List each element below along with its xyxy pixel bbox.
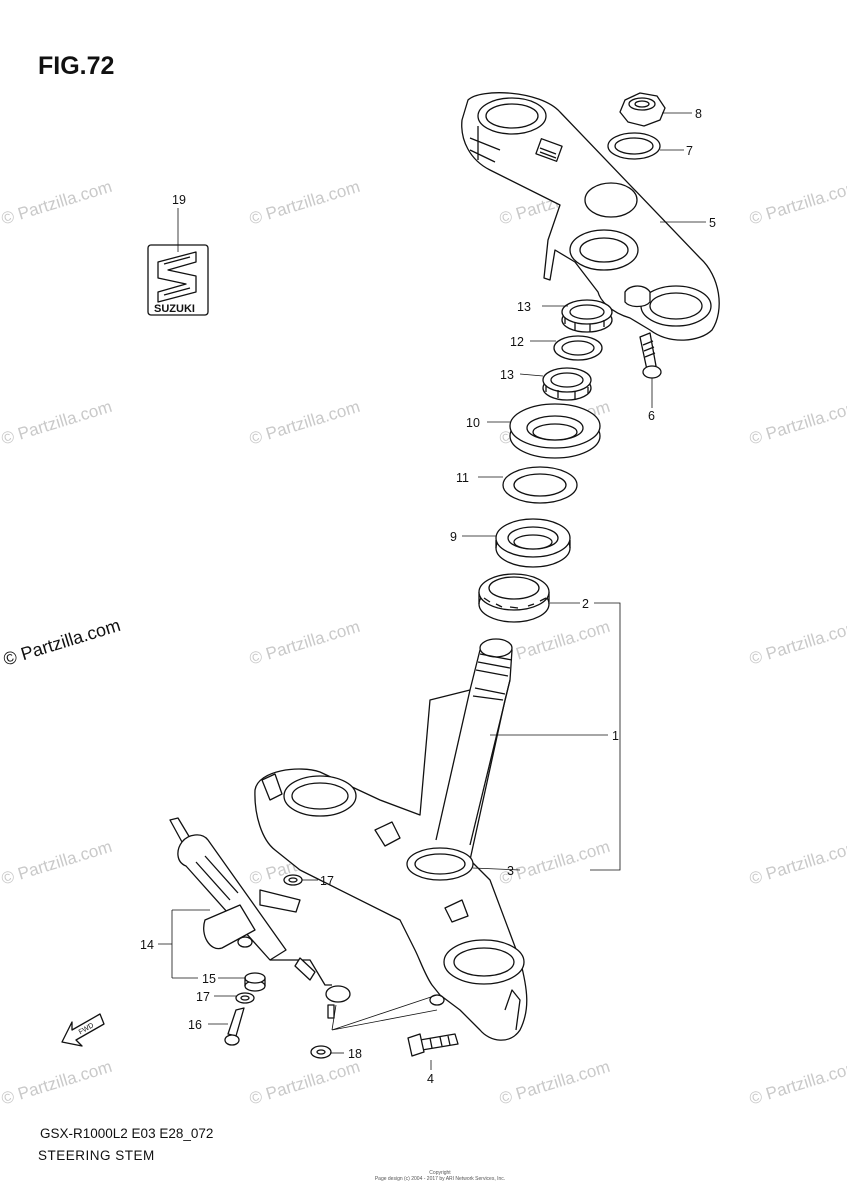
copyright-line: Page design (c) 2004 - 2017 by ARI Netwo… [374, 1176, 506, 1182]
callout-4: 4 [427, 1072, 434, 1086]
callout-15: 15 [202, 972, 216, 986]
copyright-notice: Copyright Page design (c) 2004 - 2017 by… [360, 1170, 520, 1182]
callout-5: 5 [709, 216, 716, 230]
washer-part-7 [607, 132, 661, 160]
bearing-part-2 [478, 573, 550, 623]
screw [327, 1004, 335, 1019]
leader-lines [158, 112, 706, 1070]
copyright-line: Copyright [429, 1170, 451, 1176]
nut-part-8 [619, 92, 666, 127]
callout-11: 11 [456, 471, 469, 485]
callout-13-lower: 13 [500, 368, 514, 382]
upper-triple-clamp-part-5 [461, 92, 720, 341]
washer-part-17-upper [283, 874, 303, 886]
steering-stem-part-1 [254, 638, 528, 1041]
callout-18: 18 [348, 1047, 362, 1061]
bolt-part-16 [224, 1007, 245, 1046]
nut-part-18 [310, 1045, 332, 1059]
callout-8: 8 [695, 107, 702, 121]
forward-arrow-icon: FWD [61, 1013, 105, 1047]
cap-part-15 [244, 972, 266, 992]
figure-title: FIG.72 [38, 52, 115, 80]
lock-nut-part-13-upper [561, 299, 613, 333]
callout-10: 10 [466, 416, 480, 430]
callout-16: 16 [188, 1018, 202, 1032]
washer-part-12 [553, 335, 603, 361]
suzuki-emblem-part-19: SUZUKI [147, 244, 209, 316]
emblem-text: SUZUKI [154, 303, 195, 315]
lock-nut-part-13-lower [542, 367, 592, 401]
callout-9: 9 [450, 530, 457, 544]
bolt-part-4 [407, 1033, 459, 1057]
steering-damper-part-14 [169, 817, 351, 1003]
washer-part-11 [502, 466, 578, 504]
section-name: STEERING STEM [38, 1148, 155, 1163]
model-code: GSX-R1000L2 E03 E28_072 [40, 1126, 214, 1141]
callout-13-upper: 13 [517, 300, 531, 314]
dust-seal-part-3 [406, 847, 474, 881]
callout-14: 14 [140, 938, 154, 952]
callout-labels: 19 8 7 5 13 12 13 6 10 11 9 2 1 3 17 14 … [140, 107, 716, 1086]
callout-17-lower: 17 [196, 990, 210, 1004]
callout-2: 2 [582, 597, 589, 611]
callout-19: 19 [172, 193, 186, 207]
callout-17-upper: 17 [320, 874, 334, 888]
bearing-part-9 [495, 518, 571, 568]
callout-6: 6 [648, 409, 655, 423]
dust-seal-part-10 [509, 403, 601, 459]
washer-part-17-lower [235, 992, 255, 1004]
bolt-part-6 [639, 332, 662, 379]
callout-1: 1 [612, 729, 619, 743]
callout-7: 7 [686, 144, 693, 158]
callout-12: 12 [510, 335, 524, 349]
callout-3: 3 [507, 864, 514, 878]
